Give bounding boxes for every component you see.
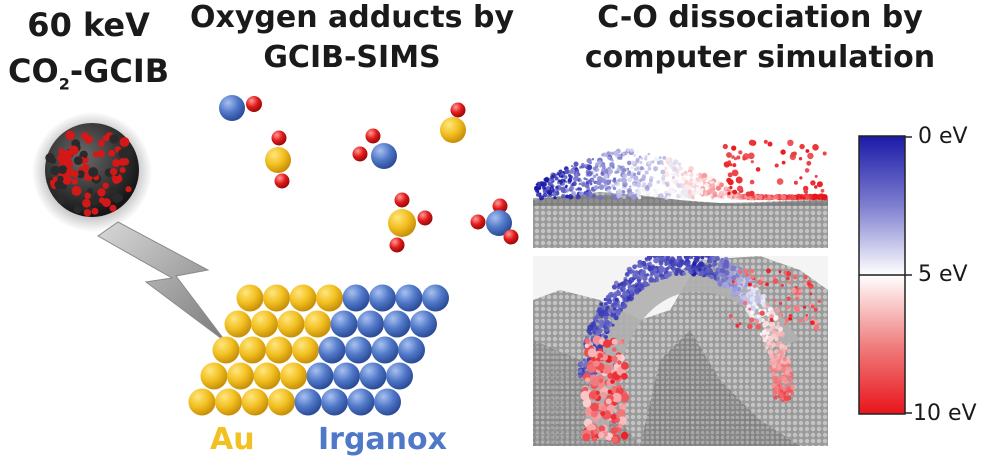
cluster-energy-label: 60 keV [27, 6, 150, 44]
simulation-panel-top [533, 126, 828, 248]
molecule-blue-trioxygen [470, 198, 519, 245]
molecule-blue-dioxygen [352, 128, 397, 169]
oxygen-adducts-title: Oxygen adducts by GCIB-SIMS [189, 0, 515, 75]
colorbar-label-0ev: 0 eV [918, 124, 968, 149]
cluster-title: 60 keV CO2-GCIB [8, 2, 169, 107]
molecule-gold-trioxygen [388, 192, 433, 253]
simulation-panel-bottom [533, 256, 828, 446]
molecule-gold-oxygen [440, 102, 466, 143]
colorbar-label-10ev: 10 eV [913, 401, 977, 426]
sample-surface [188, 284, 449, 416]
label-au: Au [210, 422, 255, 457]
cluster-species-label: CO2-GCIB [8, 52, 170, 94]
co2-cluster-projectile [32, 112, 152, 232]
label-irganox: Irganox [318, 422, 447, 457]
energy-colorbar [858, 135, 912, 415]
colorbar-label-5ev: 5 eV [918, 262, 968, 287]
impact-bolt-icon [97, 221, 227, 343]
molecule-blue-oxygen [219, 95, 262, 121]
molecule-gold-dioxygen [265, 130, 291, 189]
simulation-title: C-O dissociation by computer simulation [584, 0, 936, 75]
